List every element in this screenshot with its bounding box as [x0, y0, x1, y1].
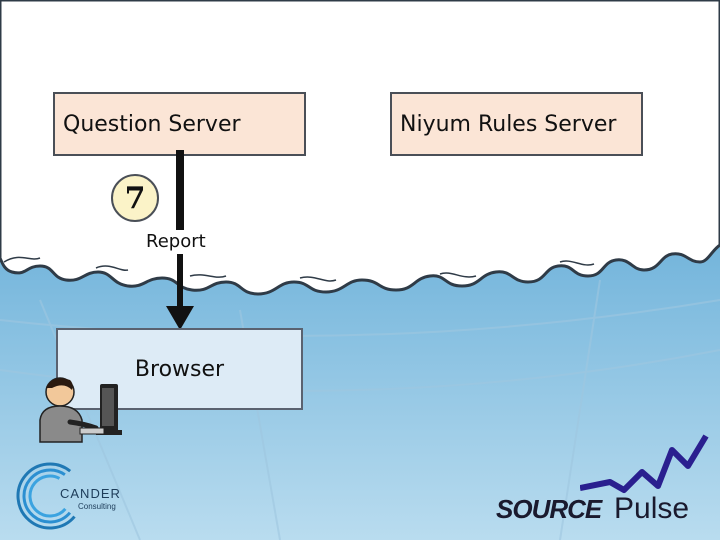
question-server-label: Question Server — [63, 111, 241, 137]
sourcepulse-logo-part2: Pulse — [614, 492, 690, 525]
question-server-box: Question Server — [53, 92, 306, 156]
sourcepulse-pulse-icon — [580, 434, 709, 493]
cander-logo-sub: Consulting — [78, 502, 116, 511]
cander-logo-icon — [16, 462, 84, 530]
step-number: 7 — [124, 180, 146, 216]
browser-label: Browser — [134, 356, 225, 382]
browser-box: Browser — [56, 328, 303, 410]
rules-server-label: Niyum Rules Server — [400, 111, 617, 137]
user-at-computer-icon — [39, 377, 122, 443]
rules-server-box: Niyum Rules Server — [390, 92, 643, 156]
step-number-badge: 7 — [111, 174, 159, 222]
sourcepulse-logo-part1: SOURCE — [496, 494, 602, 524]
report-arrow — [166, 150, 194, 330]
cander-logo-name: CANDER — [60, 486, 121, 501]
report-label: Report — [146, 231, 206, 252]
